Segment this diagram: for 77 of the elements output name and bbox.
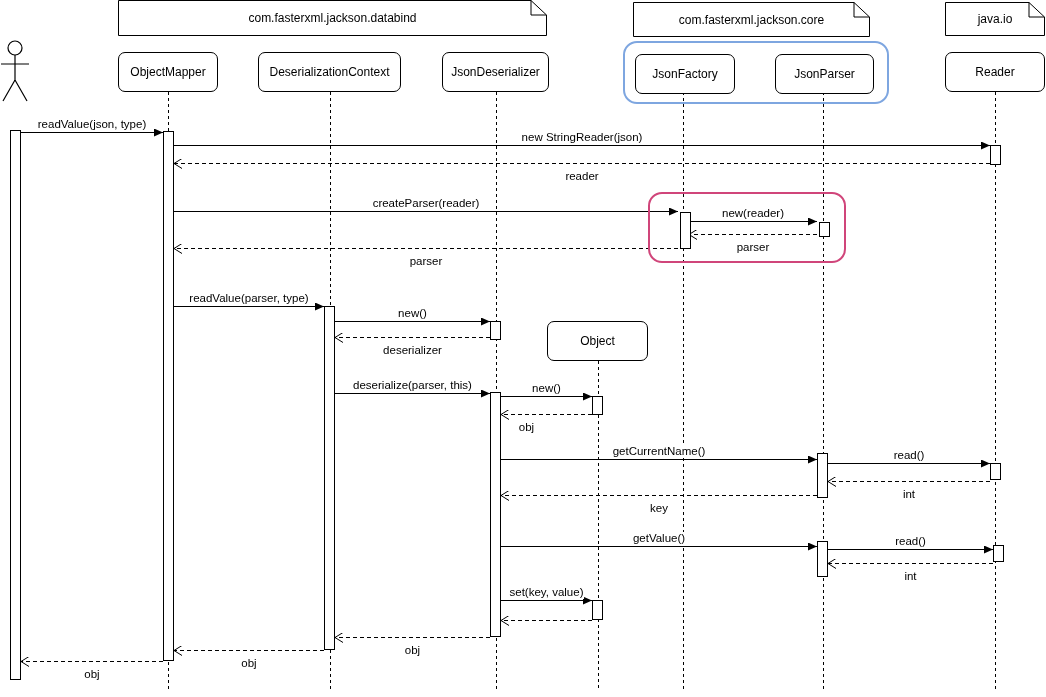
activation-bar	[990, 463, 1001, 480]
activation-bar	[490, 392, 501, 637]
return-message-arrow	[334, 632, 491, 643]
message-label: new()	[531, 381, 562, 395]
message-label: key	[649, 501, 669, 515]
message-arrow	[173, 302, 325, 311]
activation-bar	[819, 222, 830, 237]
activation-bar	[817, 453, 828, 498]
return-message-arrow	[827, 476, 991, 487]
message-label: int	[901, 487, 917, 501]
message-arrow	[334, 389, 491, 398]
lifeline-header: JsonFactory	[635, 54, 735, 94]
message-label: new StringReader(json)	[520, 130, 644, 144]
return-message-arrow	[500, 615, 593, 626]
activation-bar	[990, 145, 1001, 165]
actor-figure	[0, 40, 30, 102]
message-label: readValue(json, type)	[36, 117, 148, 131]
message-arrow	[500, 596, 593, 605]
message-label: read()	[892, 448, 926, 462]
message-arrow	[500, 392, 593, 401]
message-label: obj	[240, 656, 258, 670]
return-message-arrow	[173, 645, 325, 656]
return-message-arrow	[500, 490, 818, 501]
message-arrow	[173, 207, 679, 216]
message-arrow	[334, 317, 491, 326]
lifeline-header: ObjectMapper	[118, 52, 218, 92]
package-note	[945, 2, 1045, 36]
activation-bar	[163, 131, 174, 661]
package-name: com.fasterxml.jackson.databind	[248, 11, 417, 25]
return-message-arrow	[173, 158, 991, 169]
message-label: read()	[894, 534, 927, 548]
message-arrow	[688, 217, 818, 226]
message-label: deserializer	[382, 343, 443, 357]
message-label: readValue(parser, type)	[188, 291, 310, 305]
message-label: getCurrentName()	[611, 444, 707, 458]
lifeline-header: JsonParser	[775, 54, 874, 94]
message-label: obj	[403, 643, 422, 657]
message-label: getValue()	[631, 531, 687, 545]
message-arrow	[20, 128, 164, 137]
message-label: reader	[564, 169, 600, 183]
activation-bar	[324, 306, 335, 650]
return-message-arrow	[827, 558, 994, 569]
message-arrow	[827, 545, 994, 554]
message-label: createParser(reader)	[371, 196, 481, 210]
activation-bar	[680, 212, 691, 249]
return-message-arrow	[20, 656, 164, 667]
activation-bar	[592, 600, 603, 620]
return-message-arrow	[334, 332, 491, 343]
activation-bar	[10, 130, 21, 680]
activation-bar	[817, 541, 828, 577]
lifeline-header: JsonDeserializer	[442, 52, 549, 92]
message-arrow	[500, 455, 818, 464]
return-message-arrow	[173, 243, 679, 254]
message-label: new()	[397, 306, 428, 320]
message-label: int	[903, 569, 918, 583]
activation-bar	[993, 545, 1004, 562]
return-message-arrow	[500, 409, 593, 420]
return-message-arrow	[688, 229, 818, 240]
package-name: java.io	[977, 12, 1013, 26]
message-label: obj	[517, 420, 536, 434]
activation-bar	[490, 321, 501, 340]
package-note	[118, 0, 547, 36]
message-label: obj	[83, 667, 101, 681]
lifeline-header: DeserializationContext	[258, 52, 401, 92]
message-arrow	[827, 459, 991, 468]
message-arrow	[173, 141, 991, 150]
group-frame	[623, 41, 889, 104]
message-label: deserialize(parser, this)	[352, 378, 473, 392]
message-label: new(reader)	[721, 206, 785, 220]
message-arrow	[500, 542, 818, 551]
group-frame	[648, 192, 846, 263]
message-label: set(key, value)	[508, 585, 585, 599]
activation-bar	[592, 396, 603, 415]
package-note	[633, 2, 870, 37]
package-name: com.fasterxml.jackson.core	[678, 12, 825, 27]
lifeline-header: Reader	[945, 52, 1045, 92]
lifeline-header: Object	[547, 321, 648, 361]
